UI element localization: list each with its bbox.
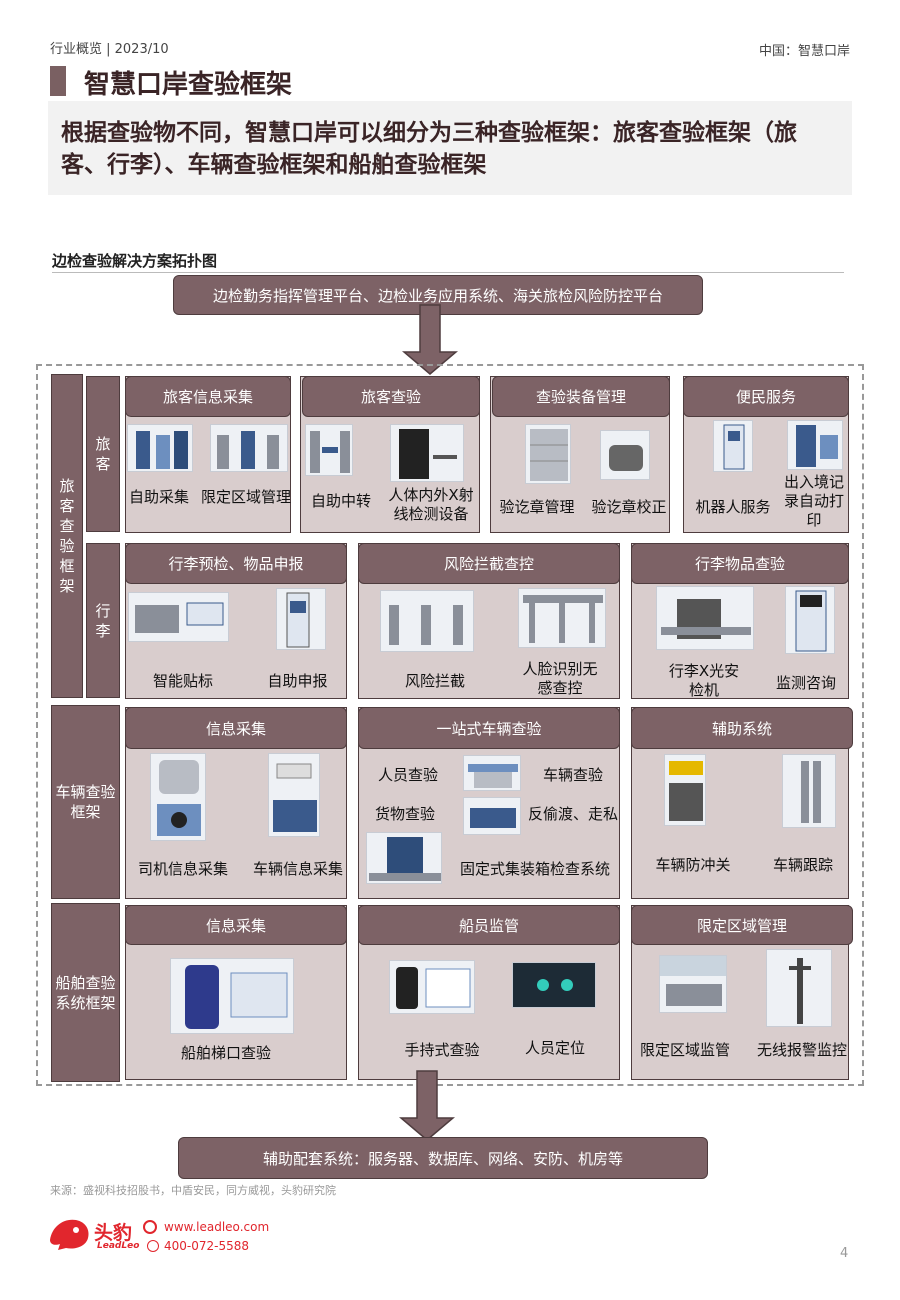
- down-arrow-top: [402, 304, 458, 375]
- self-service-kiosk-image: [127, 424, 193, 472]
- panel-title: 行李预检、物品申报: [125, 543, 347, 584]
- xray-body-scanner-image: [390, 424, 464, 482]
- item-label: 车辆防冲关: [655, 856, 731, 874]
- self-declare-kiosk-image: [276, 588, 326, 650]
- website-link[interactable]: www.leadleo.com: [164, 1220, 270, 1234]
- service-robot-image: [713, 420, 753, 472]
- vehicle-camera-image: [268, 753, 320, 837]
- item-label: 出入境记录自动打印: [784, 473, 845, 529]
- passenger-framework-label: 旅客查验框架: [51, 374, 83, 698]
- risk-gate-image: [380, 590, 474, 652]
- item-label: 手持式查验: [404, 1041, 480, 1059]
- passenger-sub-label: 旅客: [86, 376, 120, 532]
- smart-labeling-image: [128, 592, 229, 642]
- xray-luggage-scanner-image: [656, 586, 754, 650]
- page-title: 智慧口岸查验框架: [84, 70, 293, 100]
- source-note: 来源：盛视科技招股书，中盾安民，同方威视，头豹研究院: [50, 1184, 336, 1197]
- item-label: 固定式集装箱检查系统: [459, 860, 610, 878]
- personnel-location-image: [512, 962, 596, 1008]
- panel-title: 旅客查验: [302, 376, 480, 417]
- phone-number: 400-072-5588: [164, 1239, 250, 1253]
- down-arrow-bottom: [399, 1070, 455, 1141]
- header-right: 中国：智慧口岸: [758, 44, 850, 59]
- panel-title: 旅客信息采集: [125, 376, 291, 417]
- consult-kiosk-image: [785, 586, 835, 654]
- header-left: 行业概览 | 2023/10: [50, 42, 169, 57]
- item-label: 人体内外X射线检测设备: [388, 486, 474, 523]
- item-label: 无线报警监控: [756, 1041, 847, 1059]
- brand-name-en: LeadLeo: [97, 1241, 140, 1251]
- item-label: 货物查验: [374, 805, 435, 823]
- leopard-logo-icon: [50, 1219, 89, 1250]
- panel-title: 信息采集: [125, 707, 347, 749]
- panel-title: 一站式车辆查验: [358, 707, 620, 749]
- panel-title: 便民服务: [683, 376, 849, 417]
- item-label: 风险拦截: [404, 672, 465, 690]
- framework-container: [36, 364, 864, 1086]
- anti-ram-barrier-image: [664, 754, 706, 826]
- item-label: 自助中转: [310, 492, 371, 510]
- section-divider: [52, 272, 844, 273]
- item-label: 人脸识别无感查控: [522, 660, 598, 697]
- wireless-tower-image: [766, 949, 832, 1027]
- item-label: 限定区域监管: [639, 1041, 730, 1059]
- item-label: 验讫章校正: [591, 498, 667, 516]
- item-label: 车辆查验: [542, 766, 603, 784]
- item-label: 反偷渡、走私: [527, 805, 618, 823]
- stamp-calibrator-image: [600, 430, 650, 480]
- item-label: 车辆信息采集: [252, 860, 343, 878]
- item-label: 监测咨询: [775, 674, 836, 692]
- panel-title: 限定区域管理: [631, 905, 853, 945]
- bottom-support-box: 辅助配套系统：服务器、数据库、网络、安防、机房等: [178, 1137, 708, 1179]
- panel-title: 辅助系统: [631, 707, 853, 749]
- handheld-device-image: [389, 960, 475, 1014]
- item-label: 限定区域管理: [200, 488, 291, 506]
- container-scanner-image: [366, 832, 442, 884]
- brand-name: 头豹: [94, 1222, 133, 1244]
- gangway-inspection-image: [170, 958, 294, 1034]
- gate-image: [210, 424, 288, 472]
- transfer-gate-image: [305, 424, 353, 476]
- item-label: 人员查验: [377, 766, 438, 784]
- panel-title: 查验装备管理: [492, 376, 670, 417]
- item-label: 验讫章管理: [499, 498, 575, 516]
- title-accent-bar: [50, 66, 66, 96]
- item-label: 自助申报: [267, 672, 328, 690]
- item-label: 船舶梯口查验: [180, 1044, 271, 1062]
- panel-title: 船员监管: [358, 905, 620, 945]
- luggage-sub-label: 行李: [86, 543, 120, 698]
- item-label: 自助采集: [128, 488, 189, 506]
- item-label: 车辆跟踪: [772, 856, 833, 874]
- stamp-cabinet-image: [525, 424, 571, 484]
- item-label: 智能贴标: [152, 672, 213, 690]
- cargo-inspection-image: [463, 797, 521, 835]
- phone-icon: [147, 1240, 159, 1252]
- vehicle-framework-label: 车辆查验框架: [51, 705, 120, 899]
- face-recognition-gate-image: [518, 588, 606, 648]
- panel-title: 信息采集: [125, 905, 347, 945]
- restricted-area-image: [659, 955, 727, 1013]
- inspection-station-image: [463, 755, 521, 791]
- e-mark-icon: [143, 1220, 157, 1234]
- item-label: 机器人服务: [695, 498, 771, 516]
- summary-box: 根据查验物不同，智慧口岸可以细分为三种查验框架：旅客查验框架（旅客、行李）、车辆…: [48, 101, 852, 195]
- vehicle-tracking-image: [782, 754, 836, 828]
- summary-text: 根据查验物不同，智慧口岸可以细分为三种查验框架：旅客查验框架（旅客、行李）、车辆…: [61, 120, 797, 178]
- panel-title: 行李物品查验: [631, 543, 849, 584]
- item-label: 司机信息采集: [137, 860, 228, 878]
- item-label: 人员定位: [524, 1039, 585, 1057]
- record-printer-image: [787, 420, 843, 470]
- item-label: 行李X光安检机: [668, 662, 740, 699]
- page-number: 4: [840, 1246, 849, 1261]
- ship-framework-label: 船舶查验系统框架: [51, 903, 120, 1082]
- panel-title: 风险拦截查控: [358, 543, 620, 584]
- driver-info-device-image: [150, 753, 206, 841]
- section-title: 边检查验解决方案拓扑图: [52, 252, 218, 270]
